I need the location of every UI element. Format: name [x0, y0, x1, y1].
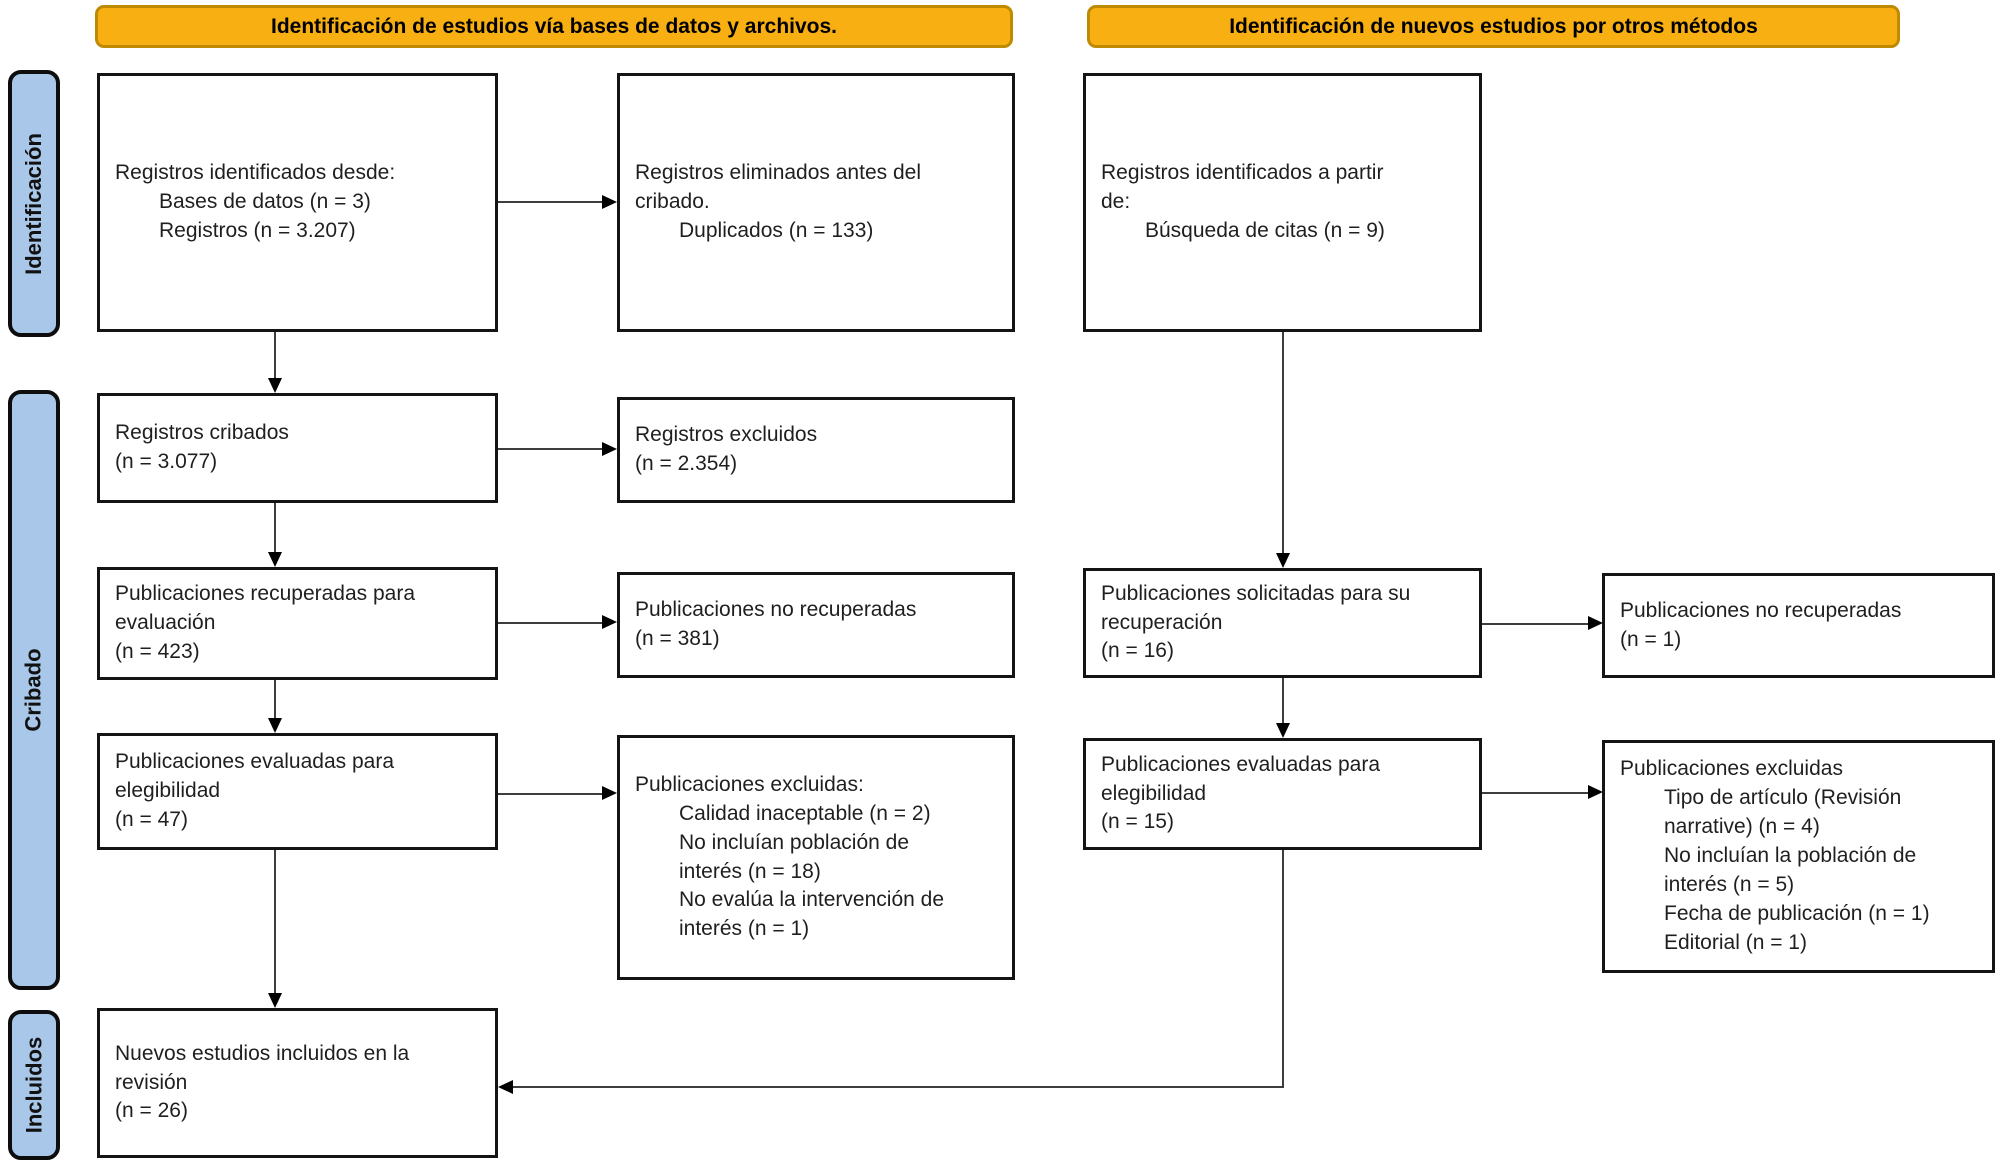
arrow-identified-to-removed-line [498, 201, 602, 203]
box-text-line: (n = 15) [1101, 810, 1174, 834]
arrow-assessed-to-included-line [274, 850, 276, 994]
box-reports-not-retrieved: Publicaciones no recuperadas (n = 381) [617, 572, 1015, 678]
box-text-line: No incluían población de [679, 830, 909, 854]
box-text-line: Publicaciones no recuperadas [635, 598, 917, 622]
stage-incluidos-text: Incluidos [21, 1036, 46, 1134]
box-text-line: Duplicados (n = 133) [679, 218, 874, 242]
arrow-other-assessed-to-included-hline [512, 1086, 1284, 1088]
arrow-other-sought-to-assessed-head-icon [1276, 723, 1290, 738]
box-text-line: Búsqueda de citas (n = 9) [1145, 218, 1385, 242]
box-text-line: interés (n = 5) [1664, 872, 1795, 896]
arrow-assessed-to-excluded-head-icon [602, 786, 617, 800]
stage-label-identificacion: Identificación [8, 70, 60, 337]
arrow-sought-to-notretrieved-line [498, 622, 602, 624]
box-text-line: evaluación [115, 611, 216, 635]
box-text-line: elegibilidad [115, 779, 221, 803]
arrow-identified-to-screened-head-icon [268, 378, 282, 393]
box-text-line: interés (n = 18) [679, 859, 821, 883]
box-text-line: Registros (n = 3.207) [159, 218, 356, 242]
arrow-other-sought-to-notretrieved-line [1482, 623, 1588, 625]
box-text-line: Registros cribados [115, 421, 289, 445]
banner-databases-label: Identificación de estudios vía bases de … [270, 14, 838, 38]
box-text-line: Tipo de artículo (Revisión [1664, 786, 1902, 810]
box-records-identified-databases: Registros identificados desde: Bases de d… [97, 73, 498, 332]
box-text-line: narrative) (n = 4) [1664, 815, 1820, 839]
arrow-sought-to-assessed-line [274, 680, 276, 719]
box-text-line: Nuevos estudios incluidos en la [115, 1041, 410, 1065]
arrow-other-identified-to-sought-line [1282, 332, 1284, 554]
box-new-studies-included: Nuevos estudios incluidos en la revisión (… [97, 1008, 498, 1158]
box-text-line: (n = 16) [1101, 639, 1174, 663]
arrow-identified-to-removed-head-icon [602, 195, 617, 209]
box-text-line: Publicaciones recuperadas para [115, 582, 416, 606]
stage-identificacion-text: Identificación [21, 132, 47, 275]
arrow-other-sought-to-notretrieved-head-icon [1588, 616, 1603, 630]
box-text-line: Publicaciones no recuperadas [1620, 598, 1902, 622]
box-reports-excluded: Publicaciones excluidas: Calidad inacepta… [617, 735, 1015, 980]
box-text-line: Registros identificados desde: [115, 161, 396, 185]
box-text-line: Publicaciones excluidas: [635, 772, 864, 796]
box-text-line: (n = 26) [115, 1099, 188, 1123]
box-records-screened: Registros cribados (n = 3.077) [97, 393, 498, 503]
box-text-line: No evalúa la intervención de [679, 888, 945, 912]
arrow-assessed-to-excluded-line [498, 793, 602, 795]
arrow-other-assessed-to-excluded-head-icon [1588, 785, 1603, 799]
box-text-line: (n = 2.354) [635, 452, 738, 475]
box-text-line: No incluían la población de [1664, 844, 1917, 868]
box-text-line: de: [1101, 190, 1131, 214]
arrow-screened-to-sought-line [274, 503, 276, 553]
box-other-reports-sought: Publicaciones solicitadas para su recuper… [1083, 568, 1482, 678]
arrow-other-assessed-to-excluded-line [1482, 792, 1588, 794]
arrow-other-sought-to-assessed-line [1282, 678, 1284, 724]
box-text-line: interés (n = 1) [679, 917, 810, 941]
banner-other-methods-label: Identificación de nuevos estudios por ot… [1229, 14, 1758, 38]
box-text-line: (n = 47) [115, 807, 188, 831]
box-records-excluded: Registros excluidos (n = 2.354) [617, 397, 1015, 503]
arrow-other-assessed-to-included-vline [1282, 850, 1284, 1087]
box-text-line: Registros eliminados antes del [635, 161, 921, 185]
box-reports-sought: Publicaciones recuperadas para evaluación… [97, 567, 498, 680]
box-text-line: Fecha de publicación (n = 1) [1664, 901, 1930, 925]
arrow-screened-to-excluded-line [498, 448, 602, 450]
box-text-line: recuperación [1101, 610, 1223, 634]
arrow-other-assessed-to-included-head-icon [498, 1080, 513, 1094]
banner-databases-title: Identificación de estudios vía bases de … [95, 5, 1013, 48]
stage-label-cribado: Cribado [8, 390, 60, 990]
stage-label-incluidos: Incluidos [8, 1010, 60, 1160]
arrow-sought-to-assessed-head-icon [268, 718, 282, 733]
box-text-line: Publicaciones excluidas [1620, 757, 1843, 781]
box-text-line: Calidad inaceptable (n = 2) [679, 801, 931, 825]
box-other-records-identified: Registros identificados a partir de: Búsqu… [1083, 73, 1482, 332]
stage-cribado-text: Cribado [21, 648, 46, 732]
box-text-line: cribado. [635, 190, 710, 214]
arrow-screened-to-excluded-head-icon [602, 442, 617, 456]
box-text-line: Publicaciones solicitadas para su [1101, 581, 1411, 605]
arrow-identified-to-screened-line [274, 332, 276, 379]
box-text-line: (n = 381) [635, 627, 720, 650]
arrow-assessed-to-included-head-icon [268, 993, 282, 1008]
box-text-line: Editorial (n = 1) [1664, 930, 1807, 954]
box-text-line: Bases de datos (n = 3) [159, 190, 371, 214]
banner-other-methods-title: Identificación de nuevos estudios por ot… [1087, 5, 1900, 48]
arrow-sought-to-notretrieved-head-icon [602, 615, 617, 629]
box-text-line: (n = 1) [1620, 627, 1682, 651]
box-text-line: (n = 3.077) [115, 450, 218, 473]
arrow-other-identified-to-sought-head-icon [1276, 553, 1290, 568]
box-other-reports-assessed: Publicaciones evaluadas para elegibilidad… [1083, 738, 1482, 850]
box-text-line: Registros identificados a partir [1101, 161, 1384, 185]
box-text-line: elegibilidad [1101, 781, 1207, 805]
box-text-line: Publicaciones evaluadas para [1101, 752, 1381, 776]
box-other-reports-not-retrieved: Publicaciones no recuperadas (n = 1) [1602, 573, 1995, 678]
box-text-line: (n = 423) [115, 639, 200, 663]
box-records-removed-before-screening: Registros eliminados antes del cribado. Du… [617, 73, 1015, 332]
box-text-line: Registros excluidos [635, 423, 818, 447]
box-text-line: Publicaciones evaluadas para [115, 750, 395, 774]
arrow-screened-to-sought-head-icon [268, 552, 282, 567]
box-reports-assessed: Publicaciones evaluadas para elegibilidad… [97, 733, 498, 850]
box-text-line: revisión [115, 1070, 188, 1094]
